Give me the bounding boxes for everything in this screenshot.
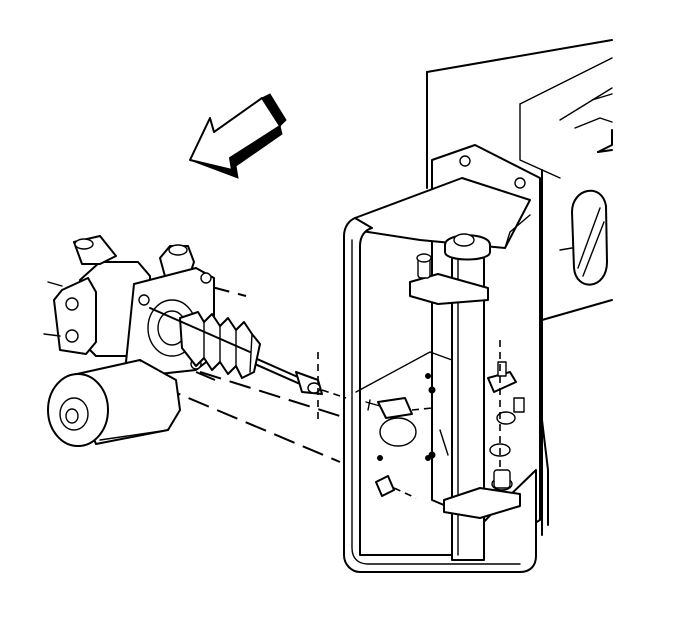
mounting-bolts xyxy=(365,397,433,499)
actuator-motor xyxy=(47,359,181,447)
dash-panel xyxy=(426,39,613,536)
direction-arrow xyxy=(189,93,287,179)
pedal-pivot-shaft xyxy=(409,233,525,561)
master-cylinder xyxy=(43,235,261,387)
